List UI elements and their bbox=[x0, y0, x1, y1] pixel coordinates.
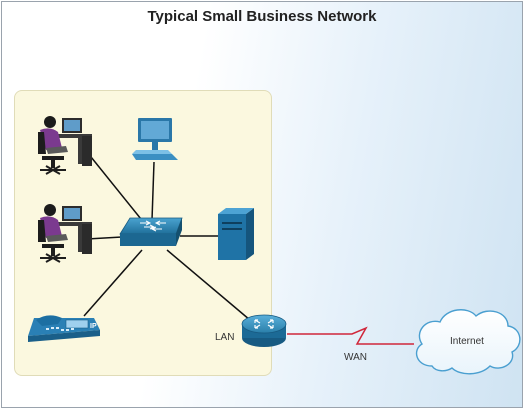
internet-label: Internet bbox=[450, 336, 484, 347]
link-wan-router-internet bbox=[287, 326, 414, 345]
switch-icon bbox=[119, 217, 183, 246]
internet-cloud-icon bbox=[415, 309, 521, 375]
diagram-title: Typical Small Business Network bbox=[147, 8, 377, 25]
link-switch-router bbox=[166, 249, 251, 321]
link-workstation1-switch bbox=[86, 151, 146, 225]
link-switch-ipphone bbox=[83, 249, 143, 317]
workstation-user-icon bbox=[38, 116, 92, 175]
desktop-pc-icon bbox=[132, 118, 178, 160]
server-icon bbox=[218, 208, 254, 260]
link-pc-switch bbox=[151, 161, 155, 221]
workstation-user-icon bbox=[38, 204, 92, 263]
link-workstation2-switch bbox=[86, 236, 123, 240]
router-icon bbox=[241, 314, 287, 347]
lan-label: LAN bbox=[215, 332, 234, 343]
ip-phone-icon: IP bbox=[28, 315, 100, 342]
ip-phone-badge: IP bbox=[90, 323, 97, 330]
network-diagram: IP LAN WAN Internet bbox=[28, 116, 521, 375]
wan-label: WAN bbox=[344, 352, 367, 363]
network-links bbox=[83, 151, 414, 345]
